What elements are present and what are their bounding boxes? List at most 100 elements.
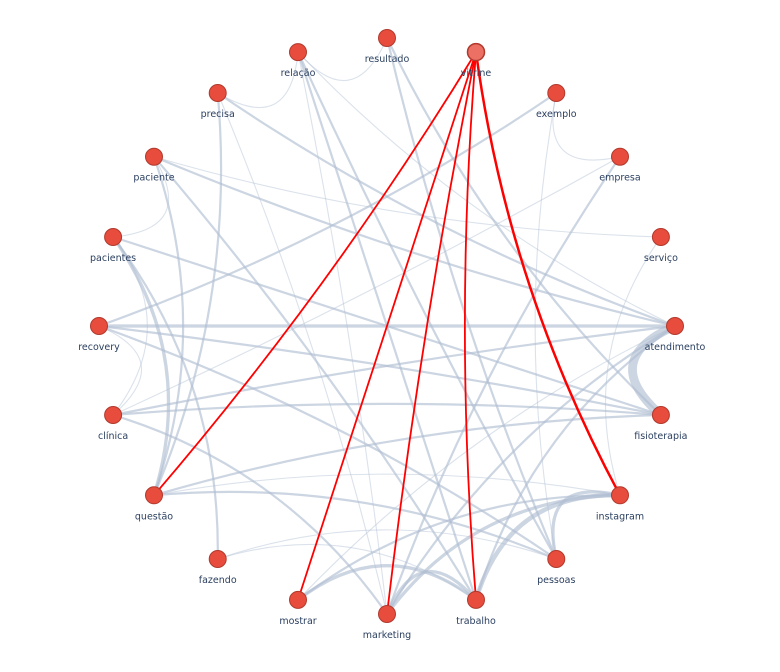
node-pessoas[interactable]: pessoas (537, 549, 576, 586)
node-empresa[interactable]: empresa (599, 147, 641, 184)
node-questão[interactable]: questão (135, 486, 173, 523)
edge-serviço-paciente (153, 156, 661, 238)
node-label: serviço (644, 253, 678, 264)
node-label: resultado (365, 54, 410, 65)
node-label: pessoas (537, 575, 575, 586)
edge-relação-marketing (297, 51, 388, 615)
node-marker[interactable] (610, 486, 629, 505)
node-pacientes[interactable]: pacientes (90, 228, 136, 265)
node-marker[interactable] (145, 486, 164, 505)
node-vitrine[interactable]: vitrine (461, 42, 492, 80)
edge-paciente-trabalho (153, 156, 477, 601)
edge-questão-instagram (153, 473, 621, 496)
edge-atendimento-marketing (386, 325, 676, 615)
node-marker[interactable] (547, 84, 566, 103)
node-label: pacientes (90, 253, 136, 264)
node-label: questão (135, 511, 173, 522)
edge-exemplo-empresa (552, 92, 621, 161)
edge-exemplo-recovery (98, 92, 557, 328)
node-fisioterapia[interactable]: fisioterapia (634, 405, 687, 442)
highlighted-edges-layer (153, 51, 622, 615)
node-marker[interactable] (104, 228, 123, 247)
node-label: exemplo (536, 109, 577, 120)
node-marker[interactable] (651, 405, 670, 424)
node-label: relação (281, 68, 316, 79)
edge-paciente-questão (152, 156, 185, 496)
highlighted-edge-vitrine-questão (153, 51, 477, 496)
node-marker[interactable] (90, 317, 108, 335)
edge-serviço-instagram (604, 236, 662, 496)
highlighted-edge-vitrine-marketing (386, 51, 477, 615)
edge-marketing-trabalho (385, 569, 478, 615)
edge-pacientes-fazendo (112, 236, 219, 560)
edge-precisa-atendimento (217, 92, 676, 328)
node-marker[interactable] (547, 549, 566, 568)
edge-pacientes-questão (111, 236, 171, 496)
edge-clínica-atendimento (112, 324, 676, 417)
node-marker[interactable] (651, 228, 670, 247)
nodes-layer: resultado vitrine exemplo empresa serviço ate… (78, 29, 706, 642)
node-label: trabalho (456, 616, 496, 627)
node-atendimento[interactable]: atendimento (645, 317, 706, 354)
edge-instagram-marketing (385, 493, 621, 615)
node-marker[interactable] (666, 317, 684, 335)
node-marker[interactable] (378, 605, 396, 623)
node-marker[interactable] (378, 29, 396, 47)
node-serviço[interactable]: serviço (644, 228, 678, 265)
node-marker[interactable] (208, 84, 227, 103)
edge-precisa-marketing (217, 92, 388, 615)
edge-empresa-marketing (385, 156, 621, 615)
node-marketing[interactable]: marketing (363, 605, 411, 642)
node-label: mostrar (279, 616, 316, 627)
node-label: fisioterapia (634, 431, 687, 442)
edge-questão-pessoas (153, 490, 557, 561)
edge-instagram-pessoas (551, 490, 621, 560)
node-label: paciente (133, 173, 174, 184)
edge-resultado-pessoas (385, 37, 558, 560)
node-marker[interactable] (466, 42, 486, 62)
node-label: clínica (98, 431, 128, 442)
node-exemplo[interactable]: exemplo (536, 84, 577, 121)
node-mostrar[interactable]: mostrar (279, 590, 317, 627)
edge-relação-atendimento (297, 51, 676, 327)
edge-resultado-fisioterapia (386, 37, 662, 416)
edge-empresa-clínica (112, 156, 621, 416)
node-marker[interactable] (289, 43, 308, 62)
node-marker[interactable] (466, 590, 485, 609)
node-label: atendimento (645, 342, 706, 353)
highlighted-edge-vitrine-mostrar (297, 51, 477, 601)
node-resultado[interactable]: resultado (365, 29, 410, 66)
node-marker[interactable] (145, 147, 164, 166)
edge-fazendo-pessoas (217, 529, 557, 560)
node-fazendo[interactable]: fazendo (199, 549, 237, 586)
node-label: marketing (363, 630, 411, 641)
node-instagram[interactable]: instagram (596, 486, 644, 523)
edge-recovery-pessoas (98, 324, 557, 560)
node-precisa[interactable]: precisa (201, 84, 235, 121)
node-label: empresa (599, 173, 640, 184)
node-relação[interactable]: relação (281, 43, 316, 80)
node-label: recovery (78, 342, 120, 353)
node-marker[interactable] (610, 147, 629, 166)
node-label: fazendo (199, 575, 237, 586)
edge-clínica-marketing (112, 413, 388, 615)
highlighted-edge-vitrine-trabalho (463, 52, 477, 600)
edge-relação-pessoas (297, 51, 558, 560)
edge-fazendo-trabalho (217, 543, 477, 601)
node-marker[interactable] (289, 590, 308, 609)
node-marker[interactable] (104, 405, 123, 424)
edge-recovery-clínica (98, 325, 142, 416)
node-recovery[interactable]: recovery (78, 317, 120, 354)
node-paciente[interactable]: paciente (133, 147, 175, 184)
node-marker[interactable] (208, 549, 227, 568)
edge-precisa-questão (152, 92, 223, 496)
edge-atendimento-mostrar (297, 325, 676, 601)
edge-pacientes-clínica (112, 236, 148, 416)
node-clínica[interactable]: clínica (98, 405, 128, 442)
node-trabalho[interactable]: trabalho (456, 590, 496, 627)
edge-atendimento-trabalho (474, 325, 676, 601)
node-label: precisa (201, 109, 235, 120)
edge-precisa-relação (217, 52, 299, 109)
edge-exemplo-pessoas (534, 92, 557, 560)
